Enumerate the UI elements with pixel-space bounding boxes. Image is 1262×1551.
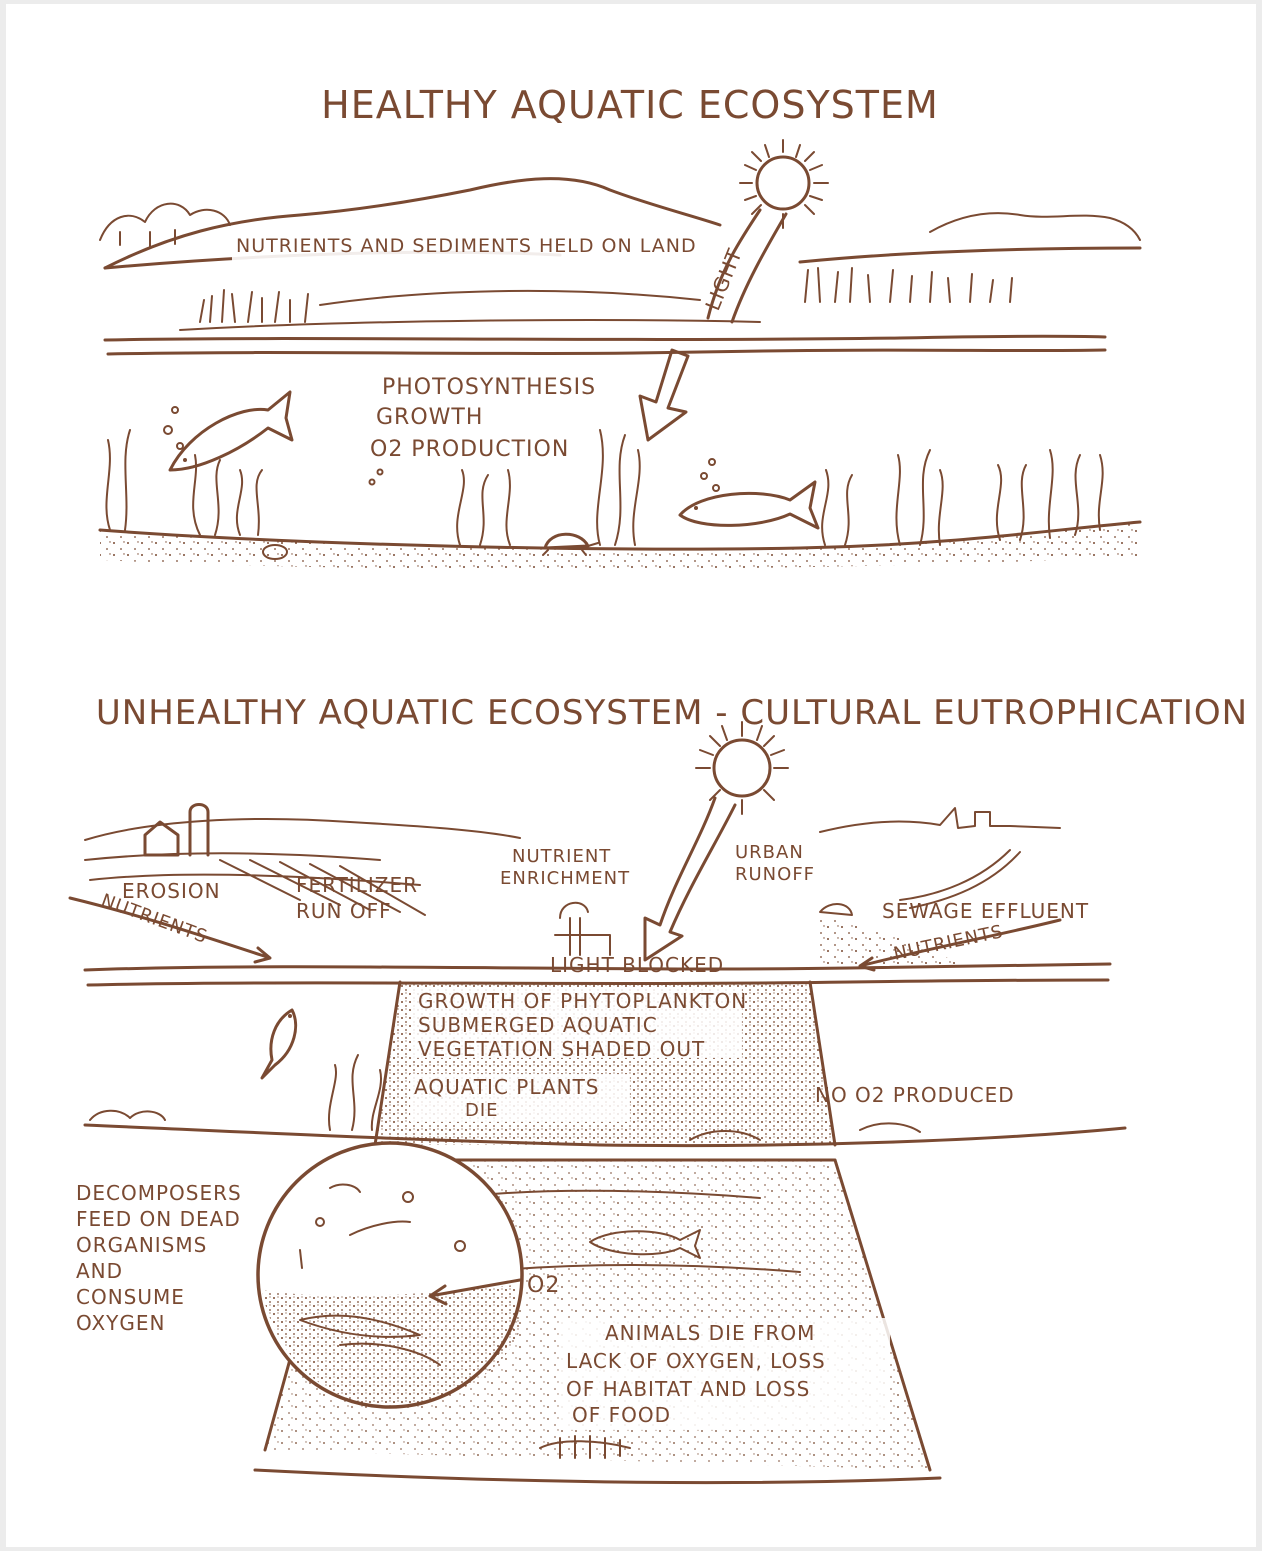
label-decomposers-4: AND xyxy=(76,1259,123,1283)
label-decomposers-6: OXYGEN xyxy=(76,1311,165,1335)
fish-icon xyxy=(680,482,818,528)
unhealthy-section: UNHEALTHY AQUATIC ECOSYSTEM - CULTURAL E… xyxy=(70,693,1248,1483)
magnifier-circle xyxy=(258,1143,522,1407)
label-aquatic-plants: AQUATIC PLANTS xyxy=(414,1075,600,1099)
water-surface xyxy=(105,336,1105,340)
water-surface-lower xyxy=(108,350,1105,354)
reeds-right xyxy=(805,268,1012,302)
label-nutrient: NUTRIENT xyxy=(512,846,611,867)
label-no-o2-produced: NO O2 PRODUCED xyxy=(815,1083,1015,1107)
healthy-title: HEALTHY AQUATIC ECOSYSTEM xyxy=(321,83,939,127)
label-decomposers-5: CONSUME xyxy=(76,1285,185,1309)
label-urban-runoff: RUNOFF xyxy=(735,864,815,885)
lake-bottom xyxy=(255,1470,940,1483)
reeds-left xyxy=(200,290,308,322)
label-nutrients-held: NUTRIENTS AND SEDIMENTS HELD ON LAND xyxy=(236,235,697,257)
label-decomposers-3: ORGANISMS xyxy=(76,1233,207,1257)
tree-line-right xyxy=(930,213,1140,240)
label-animals-1: ANIMALS DIE FROM xyxy=(605,1321,815,1345)
label-enrichment: ENRICHMENT xyxy=(500,868,630,889)
label-animals-3: OF HABITAT AND LOSS xyxy=(566,1377,810,1401)
label-plants-die: DIE xyxy=(465,1100,499,1121)
label-phytoplankton-3: VEGETATION SHADED OUT xyxy=(418,1037,705,1061)
label-phytoplankton-1: GROWTH OF PHYTOPLANKTON xyxy=(418,989,747,1013)
label-decomposers-2: FEED ON DEAD xyxy=(76,1207,241,1231)
light-arrow xyxy=(645,798,735,960)
sediment xyxy=(100,522,1140,569)
fish-icon xyxy=(170,392,292,470)
process-growth: GROWTH xyxy=(376,405,483,430)
label-o2: O2 xyxy=(527,1273,560,1298)
light-down-arrow xyxy=(640,350,688,440)
process-photosynthesis: PHOTOSYNTHESIS xyxy=(382,375,596,400)
label-runoff: RUN OFF xyxy=(296,899,392,923)
pump-icon xyxy=(555,903,610,955)
label-fertilizer: FERTILIZER xyxy=(296,873,418,897)
label-phytoplankton-2: SUBMERGED AQUATIC xyxy=(418,1013,658,1037)
aquatic-plants xyxy=(106,430,1102,545)
label-light-blocked: LIGHT BLOCKED xyxy=(550,953,724,977)
town-skyline xyxy=(820,808,1060,832)
unhealthy-title: UNHEALTHY AQUATIC ECOSYSTEM - CULTURAL E… xyxy=(96,693,1248,733)
label-animals-2: LACK OF OXYGEN, LOSS xyxy=(566,1349,826,1373)
sun-icon xyxy=(696,722,788,814)
label-urban: URBAN xyxy=(735,842,804,863)
sewage-pipe xyxy=(820,904,852,915)
farm-barn-icon xyxy=(145,805,208,856)
label-erosion: EROSION xyxy=(122,879,221,903)
label-animals-4: OF FOOD xyxy=(572,1403,671,1427)
lake-far-shore xyxy=(180,291,760,330)
healthy-section: HEALTHY AQUATIC ECOSYSTEM LIGHT PHOTOSY xyxy=(100,83,1140,569)
process-o2-production: O2 PRODUCTION xyxy=(370,437,569,462)
label-decomposers-1: DECOMPOSERS xyxy=(76,1181,242,1205)
fish-icon xyxy=(262,1010,296,1078)
